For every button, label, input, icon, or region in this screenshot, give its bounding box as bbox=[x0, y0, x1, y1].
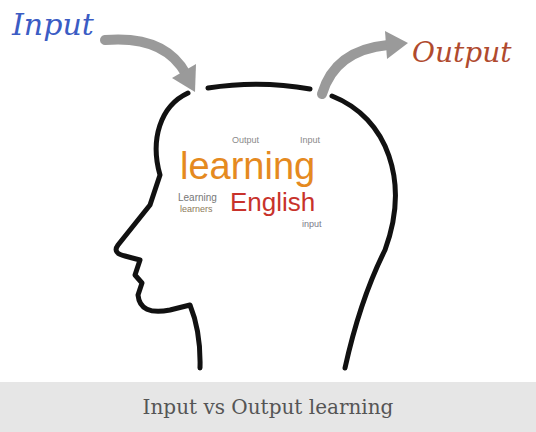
cloud-word-main: English bbox=[230, 188, 315, 217]
cloud-word: Learning bbox=[178, 192, 217, 203]
cloud-word: Output bbox=[232, 136, 259, 146]
cloud-word-main: learning bbox=[180, 146, 315, 188]
caption: Input vs Output learning bbox=[0, 382, 536, 432]
input-arrow bbox=[105, 39, 196, 92]
output-label: Output bbox=[412, 38, 511, 69]
input-label: Input bbox=[12, 8, 94, 41]
cloud-word: input bbox=[302, 220, 322, 230]
cloud-word: Input bbox=[300, 136, 320, 146]
cloud-word: learners bbox=[180, 205, 213, 215]
output-arrow bbox=[322, 31, 408, 94]
